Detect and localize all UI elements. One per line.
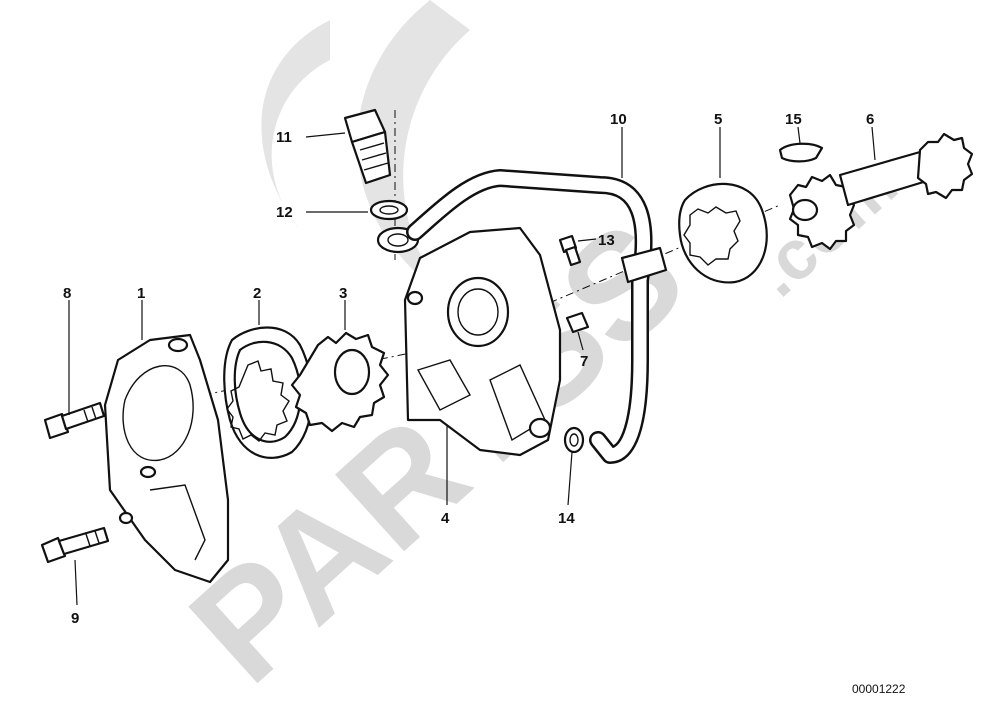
callout-6: 6: [866, 111, 874, 128]
callout-13: 13: [598, 232, 615, 249]
callout-5: 5: [714, 111, 722, 128]
screw: [558, 234, 582, 267]
callout-9: 9: [71, 610, 79, 627]
pump-housing: [403, 226, 562, 457]
dowel-sleeve: [565, 311, 590, 334]
banjo-bolt: [343, 108, 392, 185]
callout-2: 2: [253, 285, 261, 302]
callout-10: 10: [610, 111, 627, 128]
callout-7: 7: [580, 353, 588, 370]
woodruff-key: [778, 142, 824, 163]
callout-12: 12: [276, 204, 293, 221]
bolt-upper: [43, 401, 106, 440]
callout-14: 14: [558, 510, 575, 527]
callout-1: 1: [137, 285, 145, 302]
oil-pipe: [406, 169, 668, 464]
inner-rotor: [290, 331, 390, 433]
callout-11: 11: [276, 129, 292, 146]
rotor-ring: [678, 182, 768, 284]
callout-8: 8: [63, 285, 71, 302]
leader-lines: [68, 126, 876, 606]
callout-15: 15: [785, 111, 802, 128]
outer-rotor: [223, 326, 314, 459]
diagram-reference-number: 00001222: [852, 682, 906, 696]
pump-cover: [103, 333, 230, 584]
callouts: 1 2 3 4 5 6 7 8 9 10 11 12 13 14 15: [63, 111, 874, 627]
bolt-lower: [40, 526, 110, 564]
callout-3: 3: [339, 285, 347, 302]
pump-shaft: [788, 132, 974, 251]
callout-4: 4: [441, 510, 450, 527]
washer: [563, 426, 585, 454]
